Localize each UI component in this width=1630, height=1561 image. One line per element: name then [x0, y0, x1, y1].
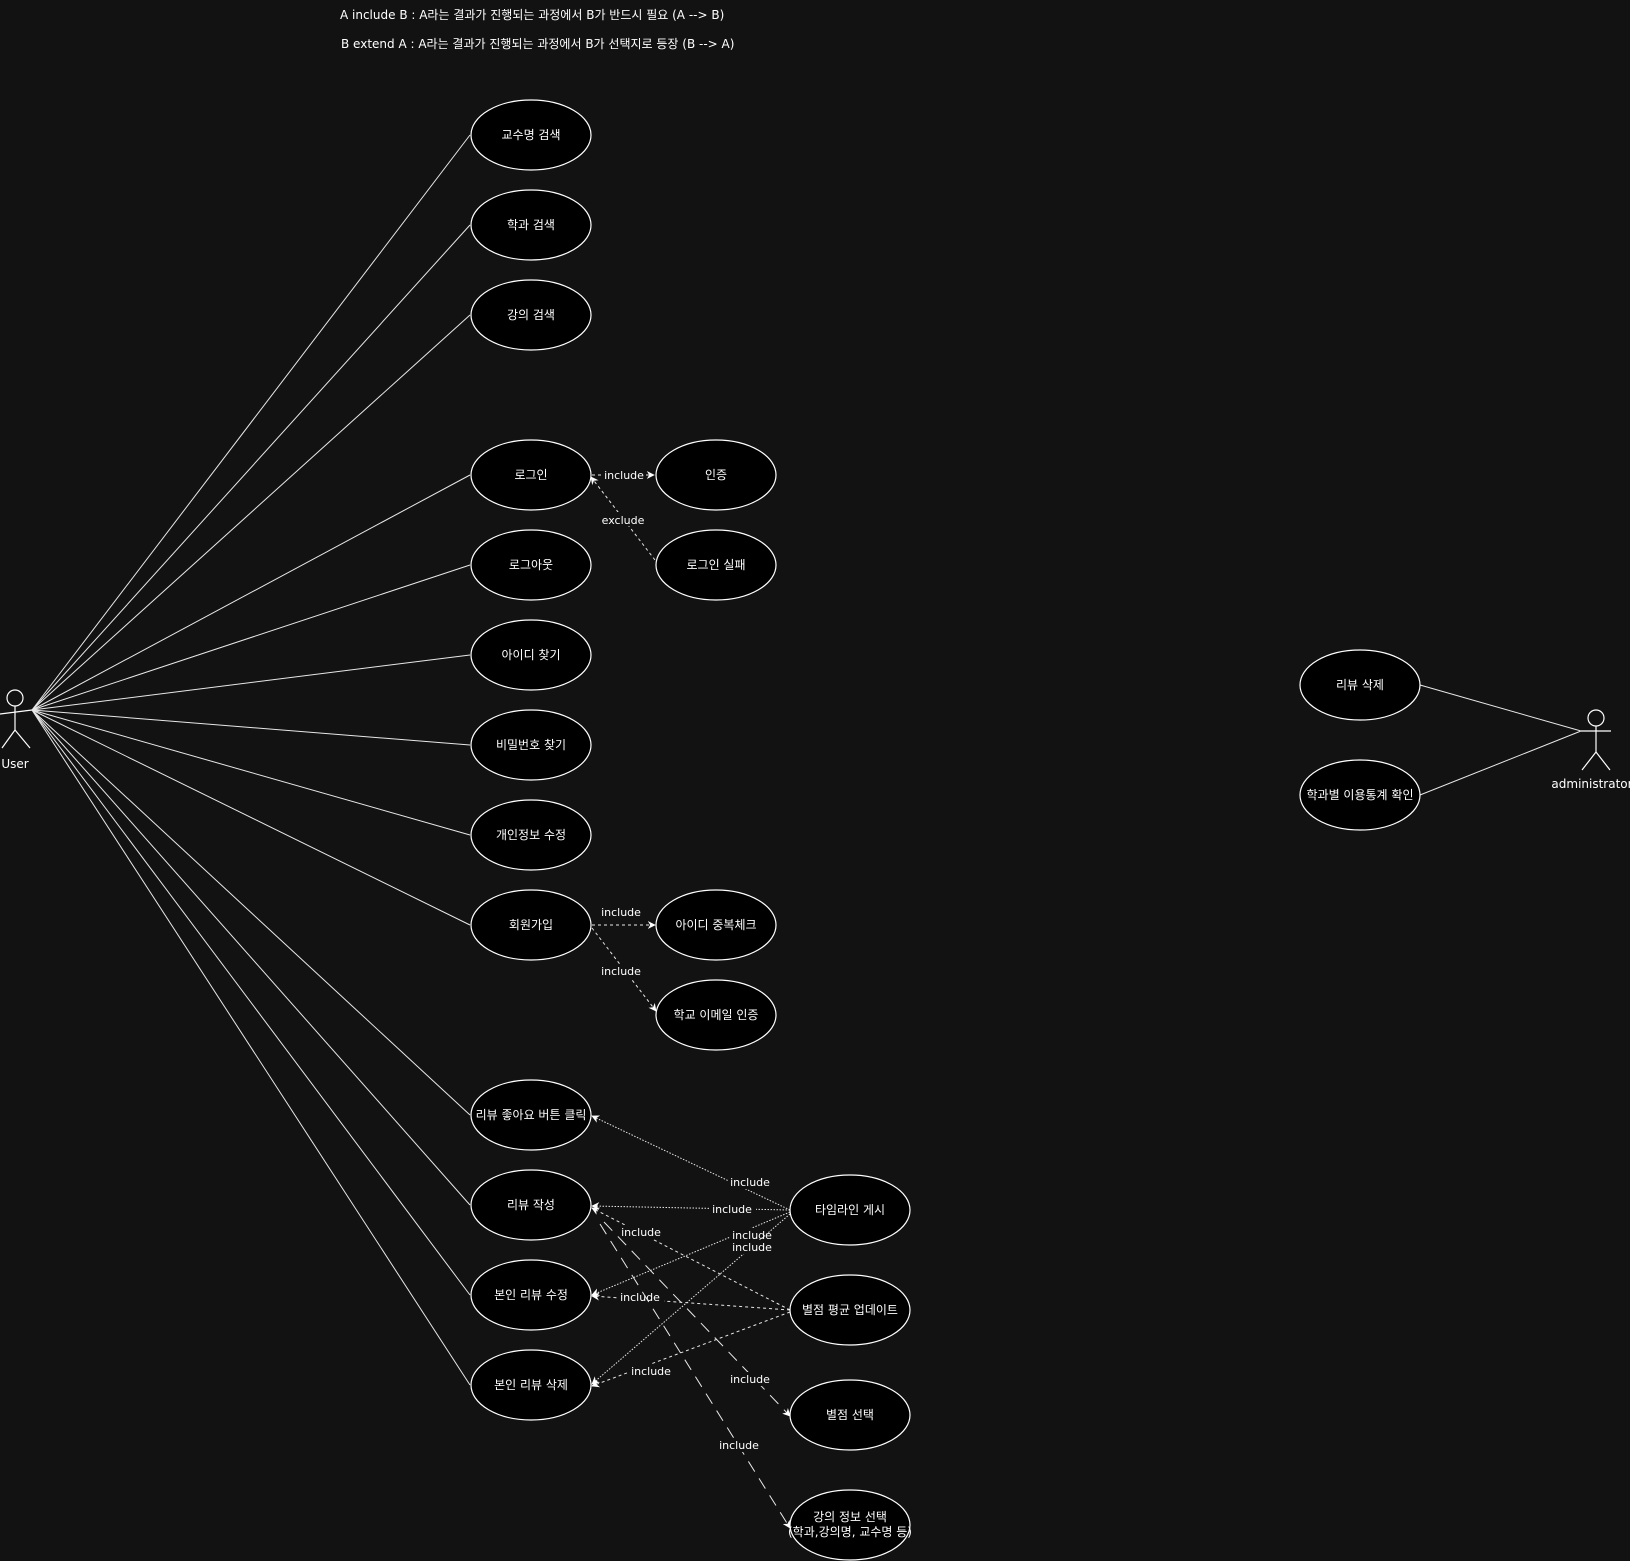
dep-label-signup-iddup: include [601, 906, 641, 919]
assoc-user-edit-own-review [31, 709, 471, 1296]
use-case-delete-own-review[interactable]: 본인 리뷰 삭제 [470, 1349, 592, 1421]
use-case-school-email-auth[interactable]: 학교 이메일 인증 [655, 979, 777, 1051]
dep-label-write-lecture: include [719, 1439, 759, 1452]
dep-label-write-rating: include [730, 1373, 770, 1386]
assoc-user-search-department [31, 224, 471, 711]
dep-label-avg-edit: include [620, 1291, 660, 1304]
assoc-user-find-id [31, 654, 471, 711]
assoc-admin-delete-review [1419, 684, 1582, 732]
user-associations [31, 134, 471, 1386]
use-case-lecture-info-select[interactable]: 강의 정보 선택 (학과,강의명, 교수명 등) [788, 1489, 912, 1561]
dep-label-timeline-write: include [712, 1203, 752, 1216]
use-case-timeline-post[interactable]: 타임라인 게시 [789, 1174, 911, 1246]
dep-label-avg-delete: include [631, 1365, 671, 1378]
use-case-delete-review[interactable]: 리뷰 삭제 [1299, 649, 1421, 721]
dep-rating-avg-write-review [591, 1207, 791, 1311]
use-case-edit-profile[interactable]: 개인정보 수정 [470, 799, 592, 871]
dep-rating-avg-delete-review [591, 1311, 791, 1388]
use-case-search-professor[interactable]: 교수명 검색 [470, 99, 592, 171]
actor-administrator[interactable]: administrator [1551, 709, 1630, 791]
dep-label-timeline-like: include [730, 1176, 770, 1189]
dep-label-timeline-edit: include [732, 1229, 772, 1242]
include-rule-note: A include B : A라는 결과가 진행되는 과정에서 B가 반드시 필… [340, 7, 724, 22]
use-case-review-like[interactable]: 리뷰 좋아요 버튼 클릭 [470, 1079, 592, 1151]
assoc-user-review-like [31, 709, 471, 1116]
assoc-user-signup [31, 709, 471, 926]
use-case-dept-usage-stats[interactable]: 학과별 이용통계 확인 [1299, 759, 1421, 831]
assoc-user-search-lecture [31, 314, 471, 711]
actor-user[interactable]: User [0, 689, 33, 771]
assoc-user-edit-profile [31, 709, 471, 836]
use-case-search-department[interactable]: 학과 검색 [470, 189, 592, 261]
use-case-search-lecture[interactable]: 강의 검색 [470, 279, 592, 351]
assoc-user-login [31, 474, 471, 711]
use-case-auth[interactable]: 인증 [655, 439, 777, 511]
use-case-write-review[interactable]: 리뷰 작성 [470, 1169, 592, 1241]
actor-user-label: User [1, 757, 28, 771]
dep-label-signup-email: include [601, 965, 641, 978]
actor-user-head-icon [6, 689, 24, 707]
actor-admin-head-icon [1587, 709, 1605, 727]
dependencies: include exclude include include include … [590, 467, 791, 1529]
use-case-login[interactable]: 로그인 [470, 439, 592, 511]
use-case-signup[interactable]: 회원가입 [470, 889, 592, 961]
use-case-logout[interactable]: 로그아웃 [470, 529, 592, 601]
dep-timeline-write-review [591, 1202, 791, 1211]
dep-label-login-auth: include [604, 469, 644, 482]
dep-label-timeline-delete: include [732, 1241, 772, 1254]
dep-timeline-review-like [591, 1115, 791, 1211]
use-case-login-fail[interactable]: 로그인 실패 [655, 529, 777, 601]
assoc-admin-dept-usage-stats [1419, 730, 1582, 796]
extend-rule-note: B extend A : A라는 결과가 진행되는 과정에서 B가 선택지로 등… [341, 36, 734, 51]
use-case-id-dup-check[interactable]: 아이디 중복체크 [655, 889, 777, 961]
use-case-find-password[interactable]: 비밀번호 찾기 [470, 709, 592, 781]
dep-label-avg-write: include [621, 1226, 661, 1239]
assoc-user-delete-own-review [31, 709, 471, 1386]
use-case-rating-select[interactable]: 별점 선택 [789, 1379, 911, 1451]
assoc-user-find-password [31, 709, 471, 746]
use-case-find-id[interactable]: 아이디 찾기 [470, 619, 592, 691]
use-cases: 교수명 검색 학과 검색 강의 검색 로그인 인증 로그인 실패 로그아웃 아 [470, 99, 1421, 1561]
assoc-user-search-professor [31, 134, 471, 711]
use-case-edit-own-review[interactable]: 본인 리뷰 수정 [470, 1259, 592, 1331]
use-case-rating-avg-update[interactable]: 별점 평균 업데이트 [789, 1274, 911, 1346]
admin-associations [1419, 684, 1582, 796]
actor-admin-label: administrator [1551, 777, 1630, 791]
dep-label-loginfail-login: exclude [602, 514, 645, 527]
assoc-user-write-review [31, 709, 471, 1206]
assoc-user-logout [31, 564, 471, 711]
